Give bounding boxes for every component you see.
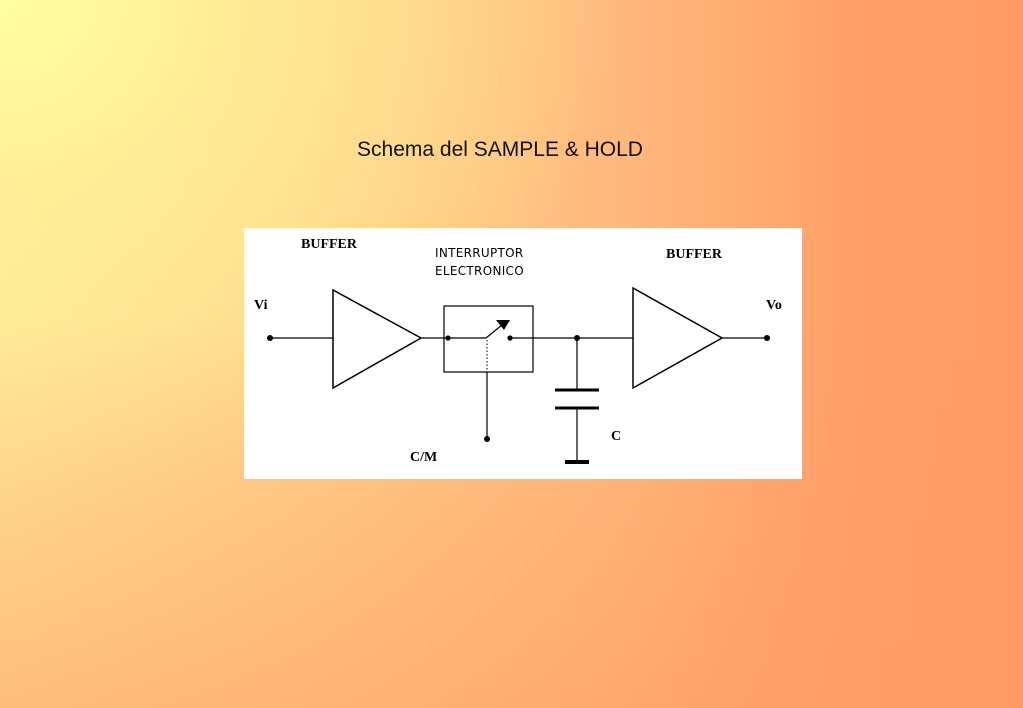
switch-actuator-arrow [496, 320, 510, 330]
input-buffer-label: BUFFER [301, 237, 358, 252]
circuit-svg: BUFFER INTERRUPTOR ELECTRONICO BUFFER Vi… [254, 237, 782, 465]
switch-box [443, 305, 534, 373]
switch-label-line2: ELECTRONICO [435, 264, 524, 278]
output-buffer-label: BUFFER [666, 247, 723, 262]
input-label: Vi [254, 298, 268, 313]
capacitor-label: C [611, 429, 621, 444]
input-buffer [332, 288, 423, 390]
control-terminal [484, 436, 490, 442]
control-label: C/M [410, 450, 437, 465]
switch-input-contact [445, 335, 451, 341]
output-terminal [764, 335, 770, 341]
output-label: Vo [766, 298, 782, 313]
sample-hold-diagram: BUFFER INTERRUPTOR ELECTRONICO BUFFER Vi… [244, 228, 802, 479]
switch-label-line1: INTERRUPTOR [435, 246, 524, 260]
switch-blade [485, 324, 503, 339]
output-buffer [632, 286, 724, 390]
slide-title: Schema del SAMPLE & HOLD [357, 138, 643, 161]
